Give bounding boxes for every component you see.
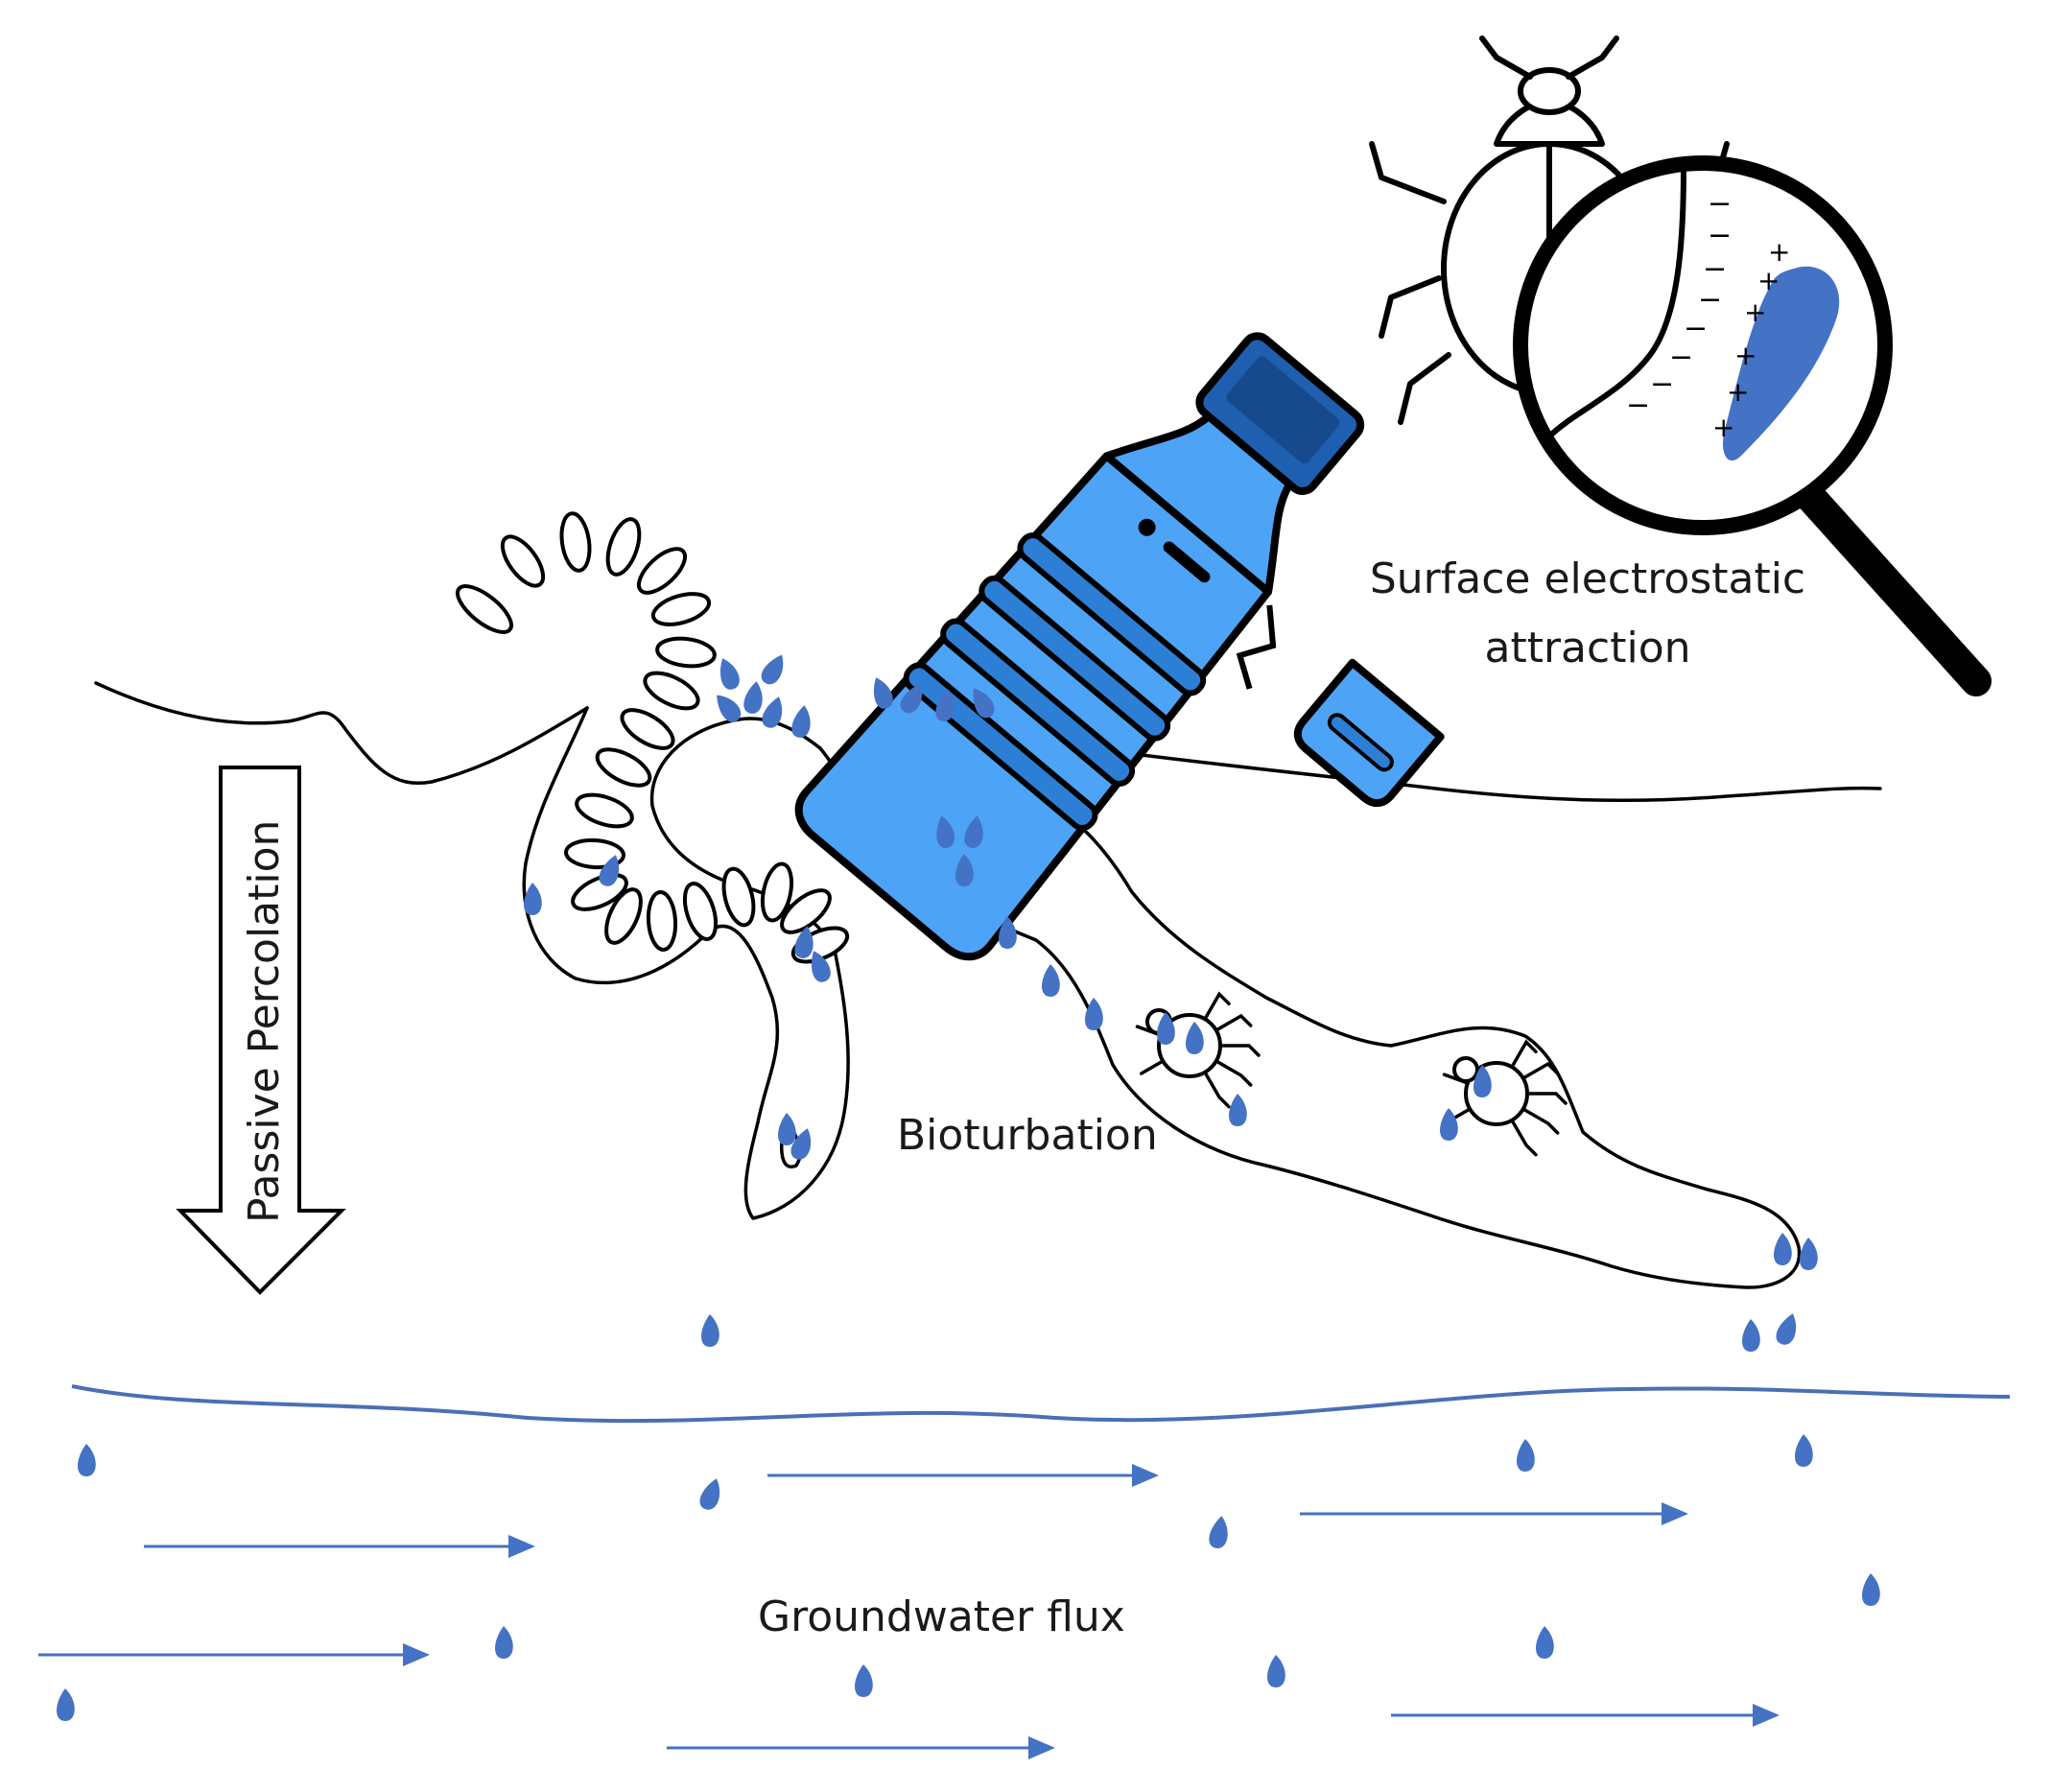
earthworm-segment bbox=[780, 888, 832, 934]
microplastic-particle bbox=[524, 883, 542, 915]
earthworm-segment bbox=[456, 584, 513, 634]
flow-arrow-head bbox=[1753, 1704, 1780, 1727]
microplastic-particle bbox=[935, 689, 955, 721]
earthworm-segment bbox=[500, 534, 546, 588]
positive-charge: + bbox=[1727, 376, 1749, 408]
earthworm-segment bbox=[604, 887, 643, 945]
negative-charge: − bbox=[1698, 283, 1722, 317]
microplastic-particle bbox=[761, 654, 784, 685]
microplastic-particle bbox=[1742, 1319, 1760, 1352]
microplastic-particle bbox=[955, 854, 974, 886]
water-table-line bbox=[71, 1384, 2011, 1424]
charge-markers: −−−−−−−−++++++ bbox=[1626, 187, 1790, 443]
microplastic-particle bbox=[791, 705, 811, 738]
microplastic-particle bbox=[1776, 1313, 1797, 1345]
microplastic-particle bbox=[701, 1314, 719, 1347]
microplastic-particle bbox=[719, 658, 740, 690]
negative-charge: − bbox=[1669, 341, 1693, 374]
microplastic-particle bbox=[1473, 1065, 1492, 1097]
negative-charge: − bbox=[1626, 389, 1650, 422]
microplastic-particle bbox=[78, 1444, 96, 1476]
positive-charge: + bbox=[1744, 296, 1766, 328]
earthworm-segment bbox=[721, 866, 756, 928]
microplastic-particle bbox=[1157, 1012, 1175, 1045]
negative-charge: − bbox=[1650, 367, 1674, 401]
earthworm-segment bbox=[620, 708, 675, 750]
microplastic-particle bbox=[1042, 964, 1060, 997]
microplastic-particle bbox=[495, 1626, 513, 1659]
magnifying-glass-icon bbox=[1513, 155, 1992, 696]
negative-charge: − bbox=[1703, 252, 1727, 286]
groundwater-label: Groundwater flux bbox=[758, 1592, 1125, 1641]
positive-charge: + bbox=[1757, 265, 1780, 296]
earthworm-segment bbox=[643, 671, 700, 711]
positive-charge: + bbox=[1712, 412, 1734, 443]
electrostatic-label-line1: Surface electrostatic bbox=[1370, 554, 1805, 603]
earthworm-segment bbox=[646, 890, 678, 952]
microplastic-particle bbox=[1774, 1233, 1792, 1265]
positive-charge: + bbox=[1768, 236, 1790, 268]
flow-arrow-head bbox=[1132, 1464, 1159, 1487]
microplastic-particles bbox=[57, 654, 1880, 1721]
earthworm-icon bbox=[456, 511, 850, 964]
microplastic-particle bbox=[1186, 1022, 1204, 1054]
flow-arrow-head bbox=[508, 1535, 535, 1558]
particle-magnified bbox=[1722, 266, 1840, 461]
worm-burrow bbox=[522, 706, 850, 1220]
electrostatic-label-line2: attraction bbox=[1485, 624, 1691, 672]
microplastic-particle bbox=[1536, 1626, 1554, 1659]
microplastic-particle bbox=[699, 1478, 720, 1510]
earthworm-segment bbox=[575, 792, 634, 829]
microplastic-particle bbox=[599, 855, 620, 886]
flow-arrow-head bbox=[1662, 1502, 1688, 1525]
earthworm-segment bbox=[650, 592, 712, 626]
microplastic-particle bbox=[1800, 1238, 1818, 1270]
soil-surface-left bbox=[94, 681, 589, 785]
microplastic-particle bbox=[1085, 998, 1103, 1030]
microplastic-particle bbox=[57, 1688, 75, 1721]
microplastic-particle bbox=[964, 815, 983, 848]
earthworm-segment bbox=[655, 636, 717, 669]
microplastic-particle bbox=[762, 696, 783, 728]
microplastic-particle bbox=[973, 688, 995, 719]
microplastic-particle bbox=[717, 695, 742, 722]
down-arrow-icon bbox=[176, 766, 346, 1295]
microplastic-particle bbox=[1795, 1434, 1813, 1467]
positive-charge: + bbox=[1734, 340, 1756, 371]
negative-charge: − bbox=[1708, 187, 1732, 221]
microplastic-particle bbox=[1229, 1094, 1247, 1126]
microplastic-particle bbox=[1440, 1108, 1458, 1141]
flow-arrow-head bbox=[403, 1643, 430, 1666]
microplastic-particle bbox=[811, 951, 831, 982]
earthworm-segment bbox=[636, 547, 688, 595]
microplastic-particle bbox=[999, 916, 1017, 949]
microplastic-particle bbox=[1267, 1655, 1285, 1687]
earthworm-segment bbox=[559, 511, 592, 573]
microplastic-particle bbox=[855, 1664, 873, 1697]
earthworm-segment bbox=[595, 747, 652, 788]
plastic-bottle-icon bbox=[794, 332, 1365, 961]
microplastic-particle bbox=[1209, 1516, 1228, 1548]
microplastic-particle bbox=[1517, 1439, 1535, 1472]
earthworm-segment bbox=[760, 861, 794, 923]
microplastic-particle bbox=[790, 1128, 812, 1160]
negative-charge: − bbox=[1708, 219, 1732, 252]
negative-charge: − bbox=[1684, 312, 1708, 345]
microplastic-particle bbox=[1862, 1573, 1880, 1606]
earthworm-segment bbox=[682, 882, 719, 941]
microplastic-particle bbox=[873, 677, 893, 709]
microplastic-particle bbox=[778, 1113, 796, 1145]
bioturbation-label: Bioturbation bbox=[897, 1111, 1158, 1160]
microplastic-particle bbox=[794, 926, 813, 958]
microplastic-particle bbox=[743, 681, 763, 714]
microplastic-particle bbox=[936, 815, 955, 848]
percolation-label: Passive Percolation bbox=[240, 820, 289, 1223]
groundwater-flow-arrows bbox=[38, 1464, 1780, 1759]
earthworm-segment bbox=[605, 517, 642, 577]
microplastic-particle bbox=[900, 683, 923, 714]
flow-arrow-head bbox=[1028, 1736, 1055, 1759]
bottle-fragment bbox=[1293, 658, 1445, 808]
